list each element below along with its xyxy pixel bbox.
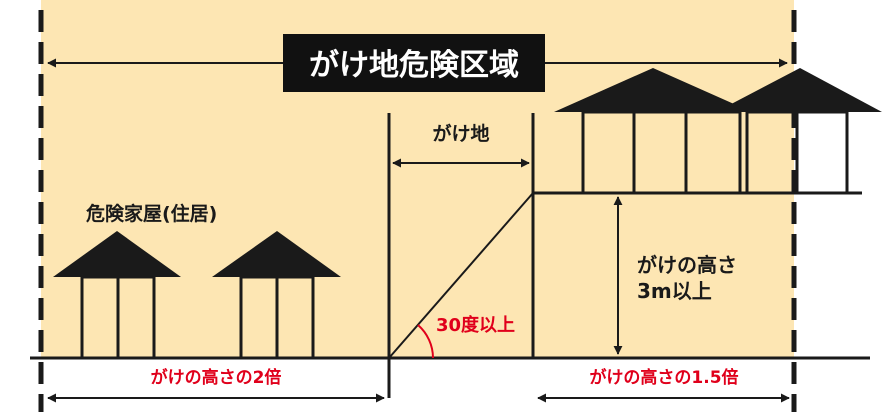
right-extent-label: がけの高さの1.5倍 [589,367,738,388]
cliff-width-label: がけ地 [432,122,489,145]
dangerous-house-2 [212,231,341,360]
cliff-height-label-line1: がけの高さ [637,253,737,277]
zone-title: がけ地危険区域 [309,48,519,83]
slope-angle-arc [417,324,434,359]
slope-angle-label: 30度以上 [436,314,515,336]
cliff-height-label-line2: 3m以上 [637,279,712,303]
upper-house-2 [716,68,882,195]
zone-title-box [283,34,545,92]
cliff-slope-line [388,192,534,359]
upper-house-1 [554,68,752,195]
dangerous-houses-label: 危険家屋(住居) [86,202,217,225]
dangerous-house-1 [53,231,181,360]
left-extent-label: がけの高さの2倍 [151,367,282,388]
